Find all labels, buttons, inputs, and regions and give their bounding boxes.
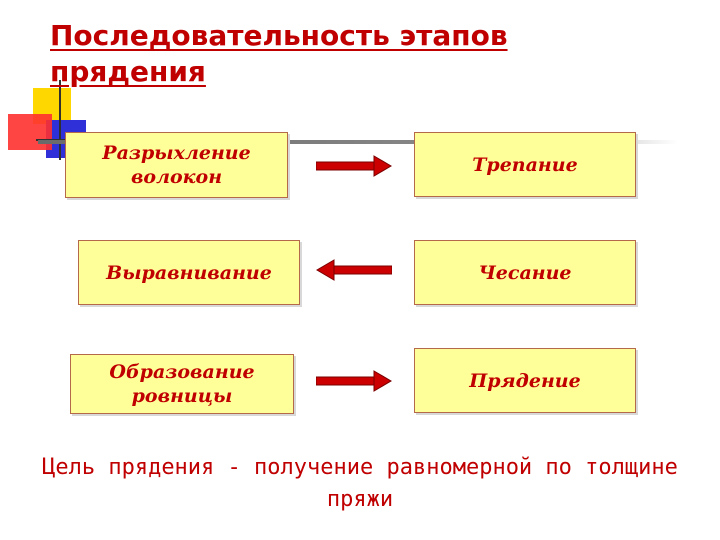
stage-box-3: Выравнивание <box>78 240 300 305</box>
stage-box-4: Чесание <box>414 240 636 305</box>
arrow-right-1 <box>316 155 392 177</box>
arrow-right-2 <box>316 370 392 392</box>
goal-text: Цель прядения - получение равномерной по… <box>42 455 678 512</box>
arrow-left-1 <box>316 259 392 281</box>
page-title: Последовательность этапов прядения <box>50 19 508 88</box>
stage-box-1: Разрыхление волокон <box>65 132 288 198</box>
divider-line <box>38 140 678 144</box>
stage-box-6: Прядение <box>414 348 636 413</box>
stage-box-2: Трепание <box>414 132 636 197</box>
stage-box-5: Образование ровницы <box>70 354 294 414</box>
